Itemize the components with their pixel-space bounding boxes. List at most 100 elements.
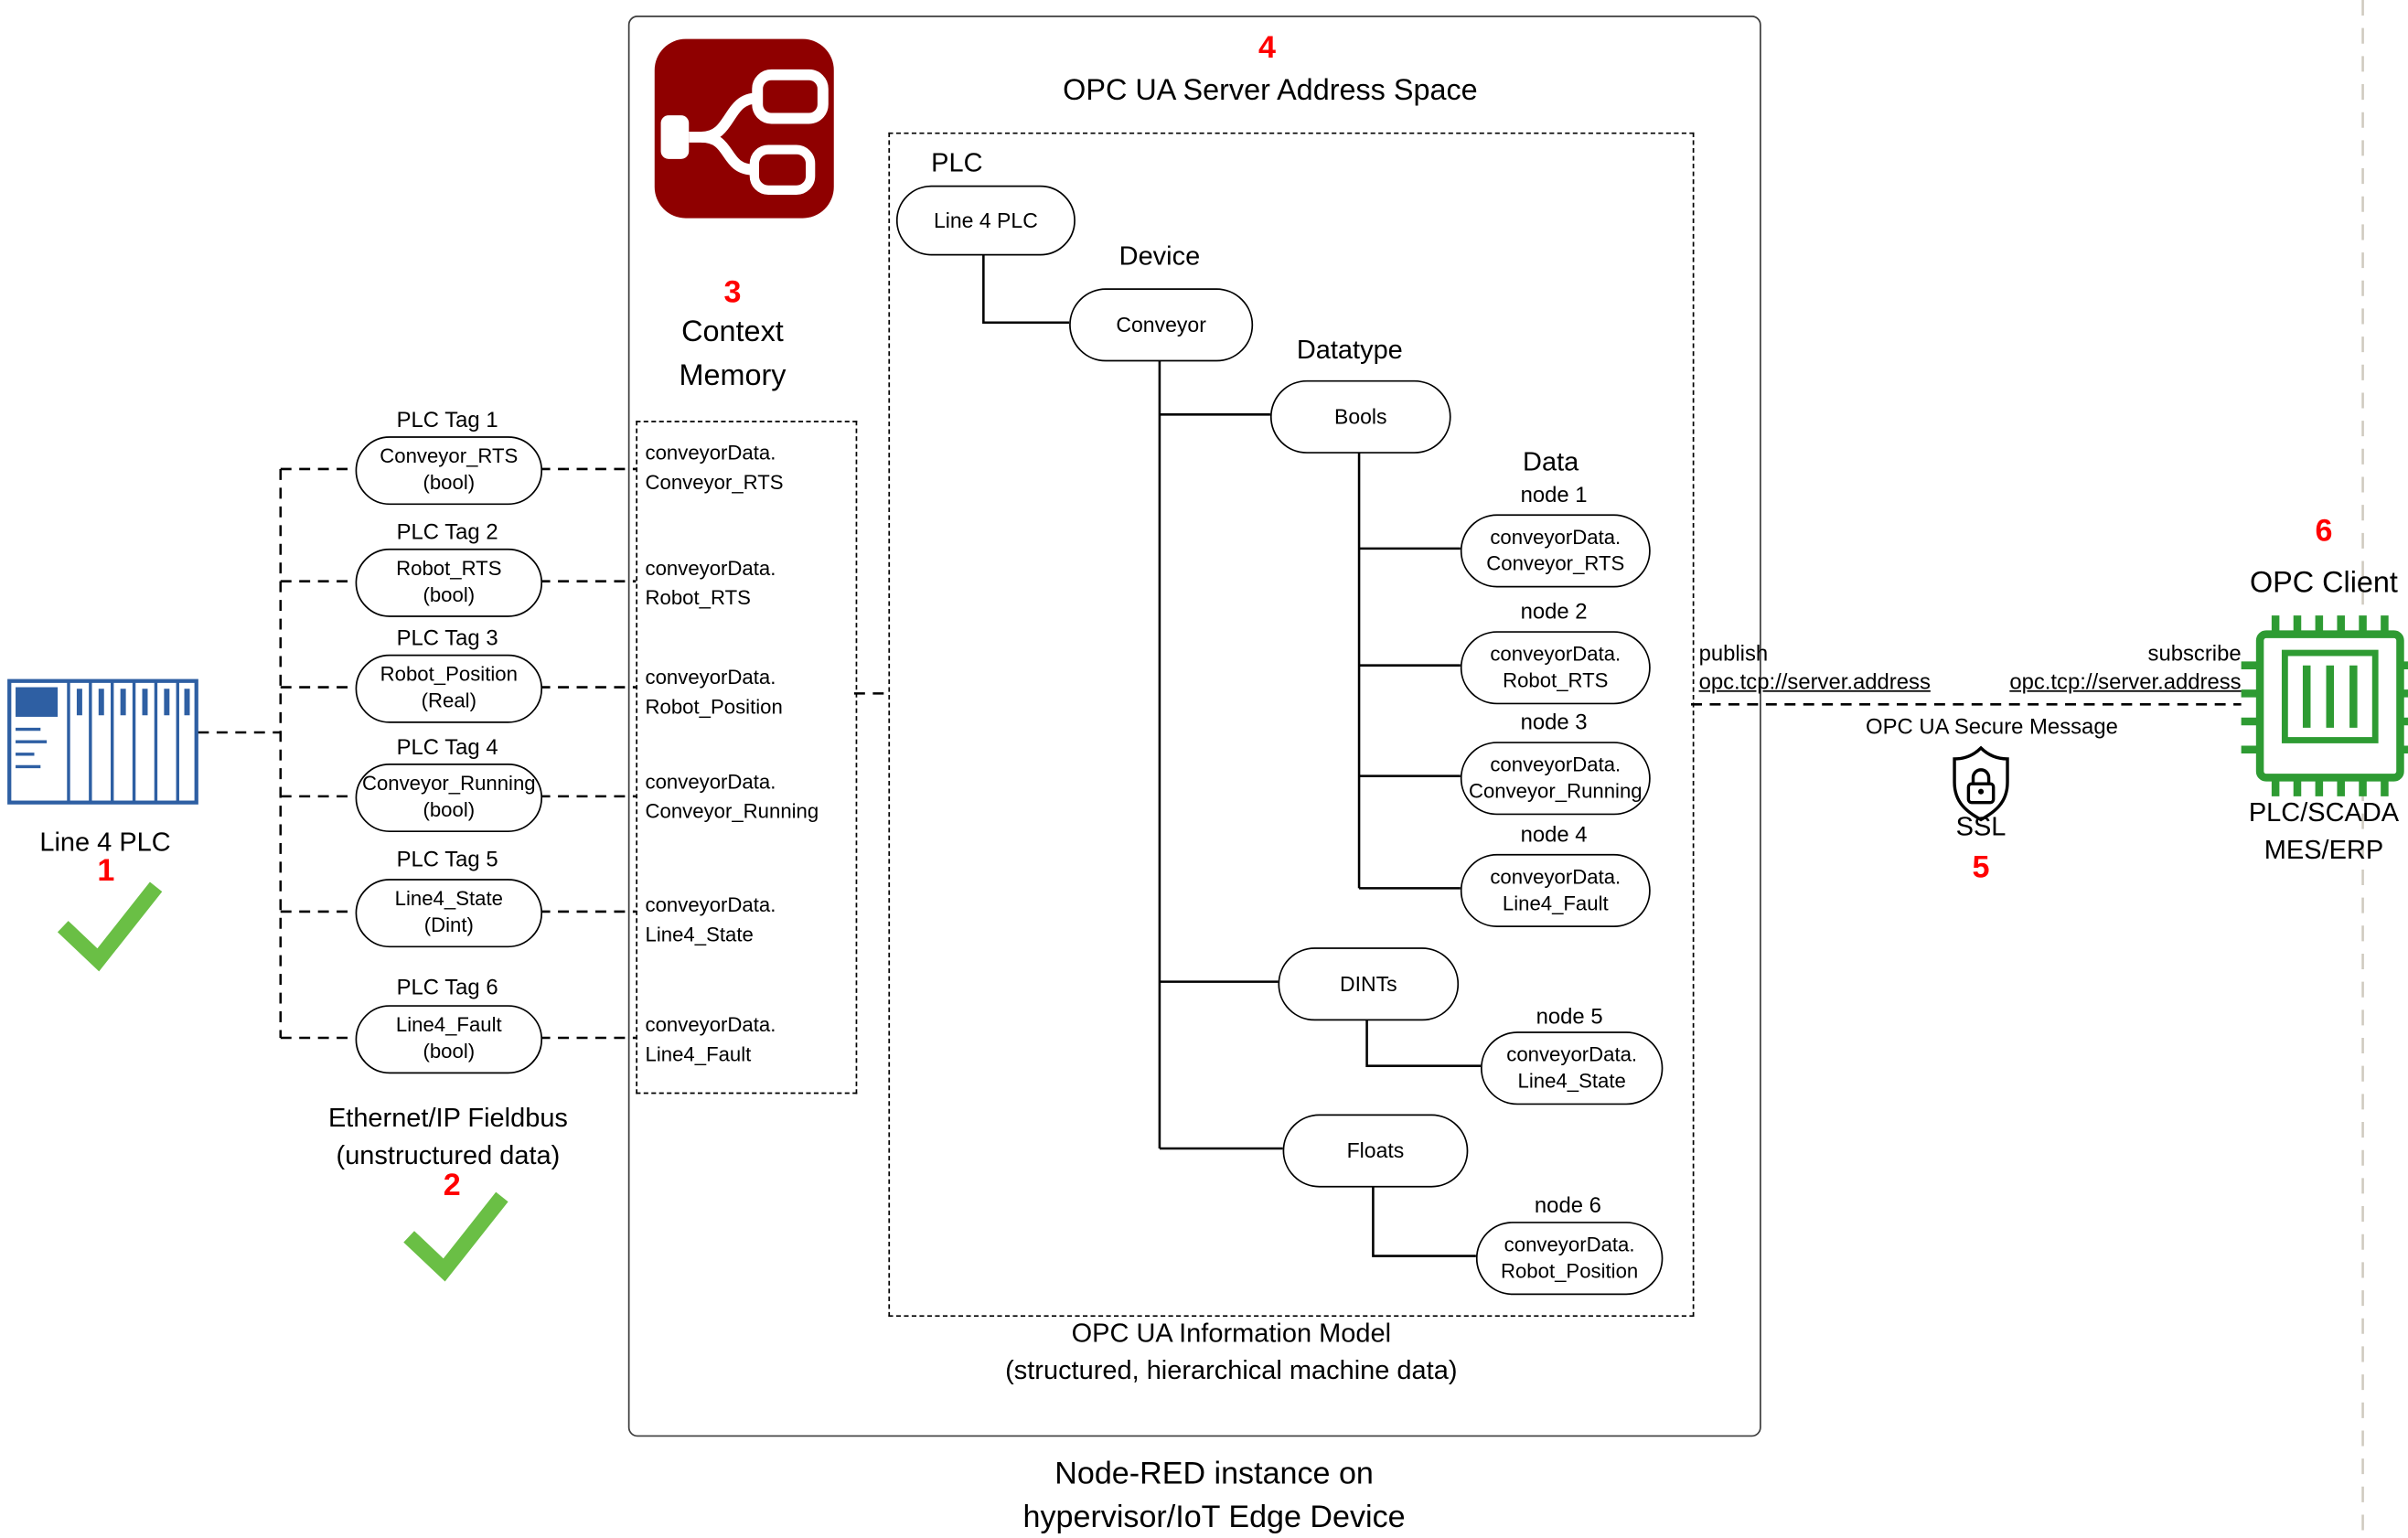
plc-tag-label-1: PLC Tag 1 (396, 406, 498, 433)
tree-node-dints: DINTs (1278, 947, 1460, 1021)
level-label-plc: PLC (931, 147, 983, 178)
ctx-line2: Conveyor_RTS (645, 470, 784, 494)
tag-type: (bool) (423, 470, 476, 495)
ctx-line1: conveyorData. (645, 892, 776, 917)
opc-client-title: OPC Client (2249, 567, 2398, 601)
node-line1: conveyorData. (1490, 641, 1621, 666)
ctx-line2: Robot_RTS (645, 585, 751, 610)
ctx-line2: Robot_Position (645, 694, 783, 719)
plc-tag-node-1: Conveyor_RTS (bool) (355, 436, 543, 506)
node-text: Conveyor (1116, 313, 1206, 336)
opc-client-caption-line2: MES/ERP (2264, 835, 2384, 865)
ctx-line2: Line4_State (645, 922, 754, 946)
node-line1: conveyorData. (1504, 1232, 1635, 1255)
context-memory-item-6: conveyorData. Line4_Fault (646, 1011, 851, 1070)
data-node-label-4: node 4 (1520, 821, 1588, 847)
subscribe-address: opc.tcp://server.address (2009, 668, 2242, 694)
checkmark-icon-plc (57, 881, 163, 972)
marker-3: 3 (723, 275, 742, 311)
information-model-caption-line1: OPC UA Information Model (1071, 1318, 1392, 1349)
checkmark-icon-fieldbus (403, 1191, 508, 1282)
data-node-label-3: node 3 (1520, 709, 1588, 734)
data-node-3: conveyorData. Conveyor_Running (1460, 742, 1651, 816)
data-node-4: conveyorData. Line4_Fault (1460, 853, 1651, 927)
node-red-caption-line2: hypervisor/IoT Edge Device (1022, 1501, 1406, 1535)
fieldbus-caption-line2: (unstructured data) (336, 1140, 561, 1170)
tree-node-bools: Bools (1269, 379, 1451, 454)
plc-icon (7, 678, 198, 805)
plc-tag-node-3: Robot_Position (Real) (355, 654, 543, 723)
tag-name: Robot_Position (380, 662, 518, 687)
data-node-label-2: node 2 (1520, 598, 1588, 624)
node-text: Line 4 PLC (933, 208, 1038, 232)
ctx-line2: Conveyor_Running (645, 798, 819, 823)
publish-label: publish (1698, 640, 1769, 666)
marker-6: 6 (2315, 514, 2333, 549)
opc-client-chip-icon (2241, 615, 2408, 796)
level-label-data: Data (1523, 447, 1579, 477)
opc-client-caption-line1: PLC/SCADA (2248, 797, 2400, 828)
address-space-title: OPC UA Server Address Space (1063, 74, 1478, 108)
data-node-label-1: node 1 (1520, 481, 1588, 507)
node-line2: Conveyor_RTS (1486, 550, 1625, 574)
ssl-label: SSL (1955, 811, 2007, 842)
plc-tag-label-5: PLC Tag 5 (396, 846, 498, 871)
subscribe-label: subscribe (2147, 640, 2242, 666)
tag-name: Line4_State (394, 886, 503, 911)
plc-tag-label-6: PLC Tag 6 (396, 974, 498, 999)
node-line2: Robot_RTS (1503, 668, 1609, 691)
tag-type: (bool) (423, 797, 476, 822)
context-memory-title-line1: Context (681, 315, 784, 349)
plc-tag-node-2: Robot_RTS (bool) (355, 548, 543, 617)
context-memory-item-4: conveyorData. Conveyor_Running (646, 768, 851, 827)
node-line2: Robot_Position (1500, 1258, 1639, 1282)
context-memory-item-5: conveyorData. Line4_State (646, 892, 851, 950)
plc-tag-node-5: Line4_State (Dint) (355, 879, 543, 948)
tag-name: Conveyor_RTS (380, 443, 519, 468)
tag-name: Conveyor_Running (361, 771, 536, 796)
node-text: DINTs (1339, 971, 1397, 996)
data-node-label-5: node 5 (1536, 1003, 1603, 1029)
node-line2: Line4_State (1517, 1068, 1626, 1092)
context-memory-item-3: conveyorData. Robot_Position (646, 664, 851, 722)
tag-name: Robot_RTS (396, 556, 502, 581)
ctx-line1: conveyorData. (645, 769, 776, 794)
tree-connector-lines (982, 252, 1481, 1257)
marker-4: 4 (1258, 31, 1276, 66)
plc-tag-label-4: PLC Tag 4 (396, 733, 498, 759)
data-node-label-6: node 6 (1534, 1191, 1601, 1217)
plc-tag-label-3: PLC Tag 3 (396, 625, 498, 650)
data-node-6: conveyorData. Robot_Position (1475, 1222, 1664, 1296)
ctx-line1: conveyorData. (645, 1012, 776, 1037)
marker-5: 5 (1972, 850, 1990, 885)
context-memory-item-2: conveyorData. Robot_RTS (646, 555, 851, 614)
information-model-caption-line2: (structured, hierarchical machine data) (1005, 1355, 1458, 1386)
tree-node-plc: Line 4 PLC (895, 185, 1076, 256)
ctx-line1: conveyorData. (645, 556, 776, 580)
node-line1: conveyorData. (1490, 864, 1621, 888)
plc-tag-node-4: Conveyor_Running (bool) (355, 764, 543, 833)
tag-type: (Dint) (423, 913, 474, 937)
plc-tag-node-6: Line4_Fault (bool) (355, 1005, 543, 1074)
tag-type: (Real) (421, 689, 476, 712)
fieldbus-caption-line1: Ethernet/IP Fieldbus (327, 1103, 568, 1133)
node-line1: conveyorData. (1490, 752, 1621, 776)
marker-2: 2 (443, 1169, 461, 1203)
ctx-line1: conveyorData. (645, 441, 776, 465)
data-node-1: conveyorData. Conveyor_RTS (1460, 514, 1651, 588)
node-text: Bools (1333, 404, 1387, 429)
tree-node-device: Conveyor (1069, 288, 1254, 362)
ssl-shield-icon (1953, 745, 2009, 822)
tag-type: (bool) (423, 1039, 476, 1063)
data-node-2: conveyorData. Robot_RTS (1460, 631, 1651, 705)
node-text: Floats (1346, 1138, 1405, 1162)
node-line1: conveyorData. (1506, 1041, 1638, 1066)
tag-type: (bool) (423, 582, 476, 606)
node-red-caption-line1: Node-RED instance on (1054, 1457, 1374, 1491)
context-memory-title-line2: Memory (679, 359, 787, 393)
tree-node-floats: Floats (1282, 1114, 1469, 1188)
level-label-device: Device (1118, 241, 1201, 272)
address-space-box (888, 132, 1695, 1318)
